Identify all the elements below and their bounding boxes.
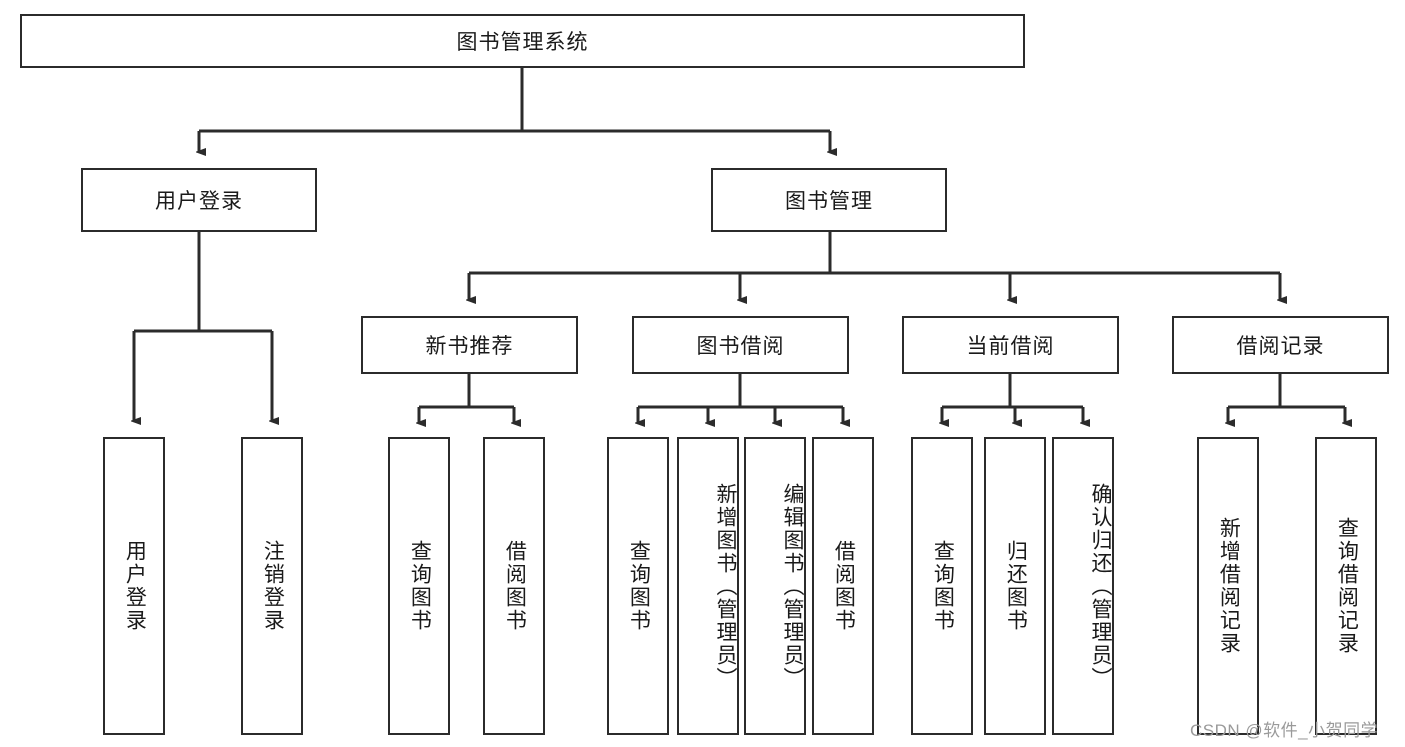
leaf-query-book-newbook-label: 查询图书 <box>408 540 432 632</box>
node-current-borrow[interactable]: 当前借阅 <box>902 316 1119 374</box>
leaf-return-book-label: 归还图书 <box>1004 540 1028 632</box>
node-borrow-records[interactable]: 借阅记录 <box>1172 316 1389 374</box>
leaf-add-borrow-record[interactable]: 新增借阅记录 <box>1197 437 1259 735</box>
watermark: CSDN @软件_小贺同学 <box>1190 721 1379 740</box>
leaf-borrow-book-newbook[interactable]: 借阅图书 <box>483 437 545 735</box>
leaf-query-book-borrow[interactable]: 查询图书 <box>607 437 669 735</box>
leaf-edit-book-admin-label: 编辑图书（管理员） <box>781 482 804 690</box>
leaf-query-book-borrow-label: 查询图书 <box>627 540 651 632</box>
node-new-book-recommend-label: 新书推荐 <box>425 335 514 358</box>
leaf-add-book-admin-label: 新增图书（管理员） <box>714 482 737 690</box>
leaf-edit-book-admin[interactable]: 编辑图书（管理员） <box>744 437 806 735</box>
node-user-login[interactable]: 用户登录 <box>81 168 317 232</box>
node-root[interactable]: 图书管理系统 <box>20 14 1025 68</box>
node-current-borrow-label: 当前借阅 <box>966 335 1055 358</box>
leaf-confirm-return-admin-label: 确认归还（管理员） <box>1089 482 1112 690</box>
leaf-logout-label: 注销登录 <box>261 540 285 632</box>
node-new-book-recommend[interactable]: 新书推荐 <box>361 316 578 374</box>
leaf-user-login-label: 用户登录 <box>123 540 147 632</box>
node-book-borrow-label: 图书借阅 <box>696 335 785 358</box>
node-book-management[interactable]: 图书管理 <box>711 168 947 232</box>
leaf-borrow-book-newbook-label: 借阅图书 <box>503 540 527 632</box>
node-user-login-label: 用户登录 <box>155 190 243 213</box>
node-root-label: 图书管理系统 <box>456 31 589 54</box>
leaf-borrow-book-label: 借阅图书 <box>832 540 856 632</box>
leaf-borrow-book[interactable]: 借阅图书 <box>812 437 874 735</box>
node-book-borrow[interactable]: 图书借阅 <box>632 316 849 374</box>
leaf-logout[interactable]: 注销登录 <box>241 437 303 735</box>
node-book-management-label: 图书管理 <box>785 190 873 213</box>
leaf-user-login[interactable]: 用户登录 <box>103 437 165 735</box>
node-borrow-records-label: 借阅记录 <box>1236 335 1325 358</box>
leaf-return-book[interactable]: 归还图书 <box>984 437 1046 735</box>
leaf-query-borrow-record[interactable]: 查询借阅记录 <box>1315 437 1377 735</box>
leaf-add-borrow-record-label: 新增借阅记录 <box>1217 517 1241 655</box>
leaf-query-book-current-label: 查询图书 <box>931 540 955 632</box>
leaf-query-book-current[interactable]: 查询图书 <box>911 437 973 735</box>
leaf-query-book-newbook[interactable]: 查询图书 <box>388 437 450 735</box>
leaf-query-borrow-record-label: 查询借阅记录 <box>1335 517 1359 655</box>
leaf-add-book-admin[interactable]: 新增图书（管理员） <box>677 437 739 735</box>
leaf-confirm-return-admin[interactable]: 确认归还（管理员） <box>1052 437 1114 735</box>
